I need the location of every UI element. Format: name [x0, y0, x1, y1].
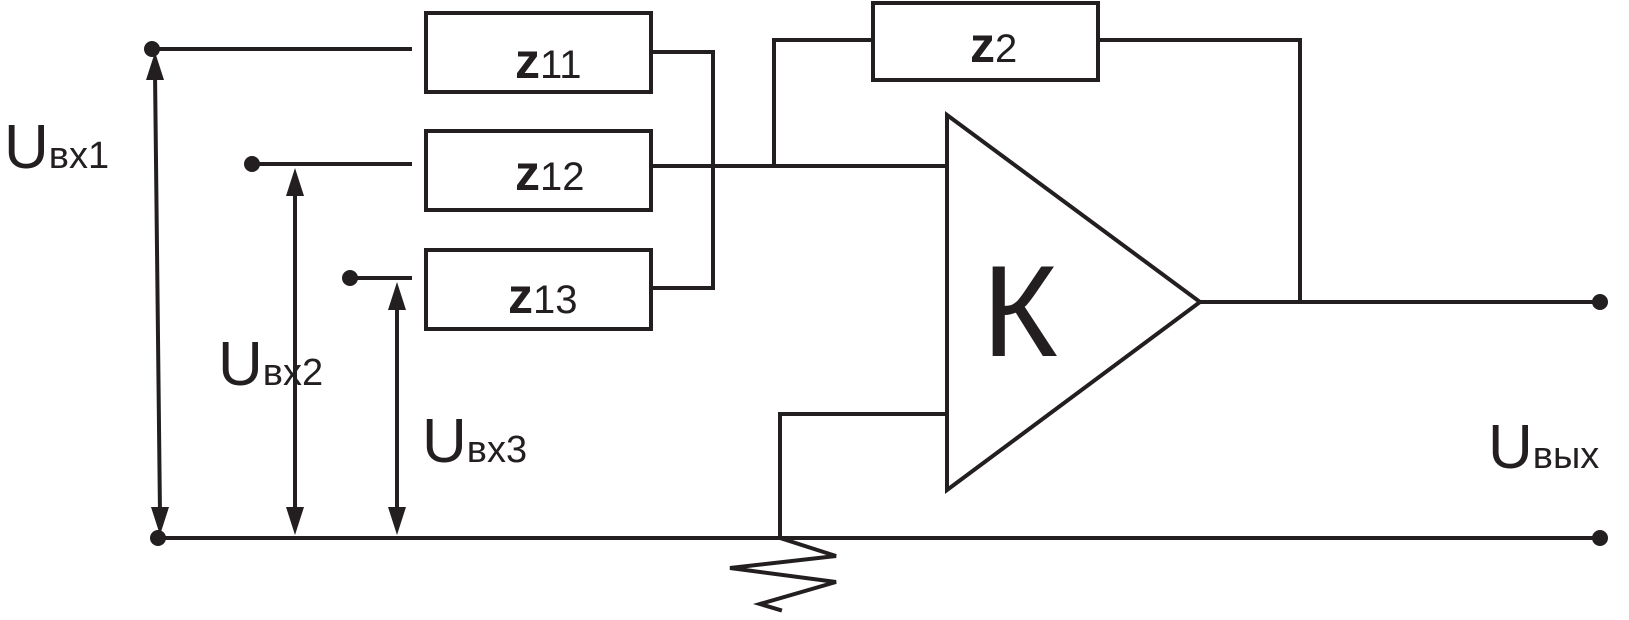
z13-label: z13 — [508, 268, 578, 324]
ground-terminal-left — [150, 530, 166, 546]
ground-terminal-right — [1592, 530, 1608, 546]
input-1-terminal — [144, 41, 160, 57]
feedback-right-wire — [1096, 38, 1302, 304]
feedback-left-wire — [772, 38, 872, 168]
z11-label: z11 — [515, 33, 582, 89]
input-1-voltage-label: Uвх1 — [4, 113, 109, 182]
non-inverting-input-wire — [778, 412, 947, 540]
input-3-arrow-head-top — [388, 282, 406, 310]
input-1-arrow-head-top — [146, 52, 164, 80]
output-voltage-label: Uвых — [1488, 413, 1599, 482]
output-terminal — [1592, 294, 1608, 310]
input-3-voltage-label: Uвх3 — [422, 407, 527, 476]
input-2-terminal — [244, 156, 260, 172]
z11-resistor — [424, 11, 653, 94]
ground-symbol — [729, 535, 837, 613]
z12-resistor — [424, 129, 653, 212]
input-2-voltage-label: Uвх2 — [218, 330, 323, 399]
input-3-terminal — [342, 270, 358, 286]
z2-resistor — [871, 1, 1100, 82]
input-3-arrow-head-bottom — [388, 507, 406, 535]
amplifier-triangle — [945, 111, 1204, 494]
input-1-arrow-head-bottom — [151, 507, 169, 535]
z13-resistor — [424, 248, 653, 331]
z12-label: z12 — [515, 145, 585, 201]
input-1-voltage-arrow — [152, 69, 163, 518]
amplifier-gain-label: К — [982, 238, 1058, 384]
z2-label: z2 — [970, 17, 1017, 73]
input-2-arrow-head-bottom — [286, 507, 304, 535]
input-2-arrow-head-top — [286, 168, 304, 196]
